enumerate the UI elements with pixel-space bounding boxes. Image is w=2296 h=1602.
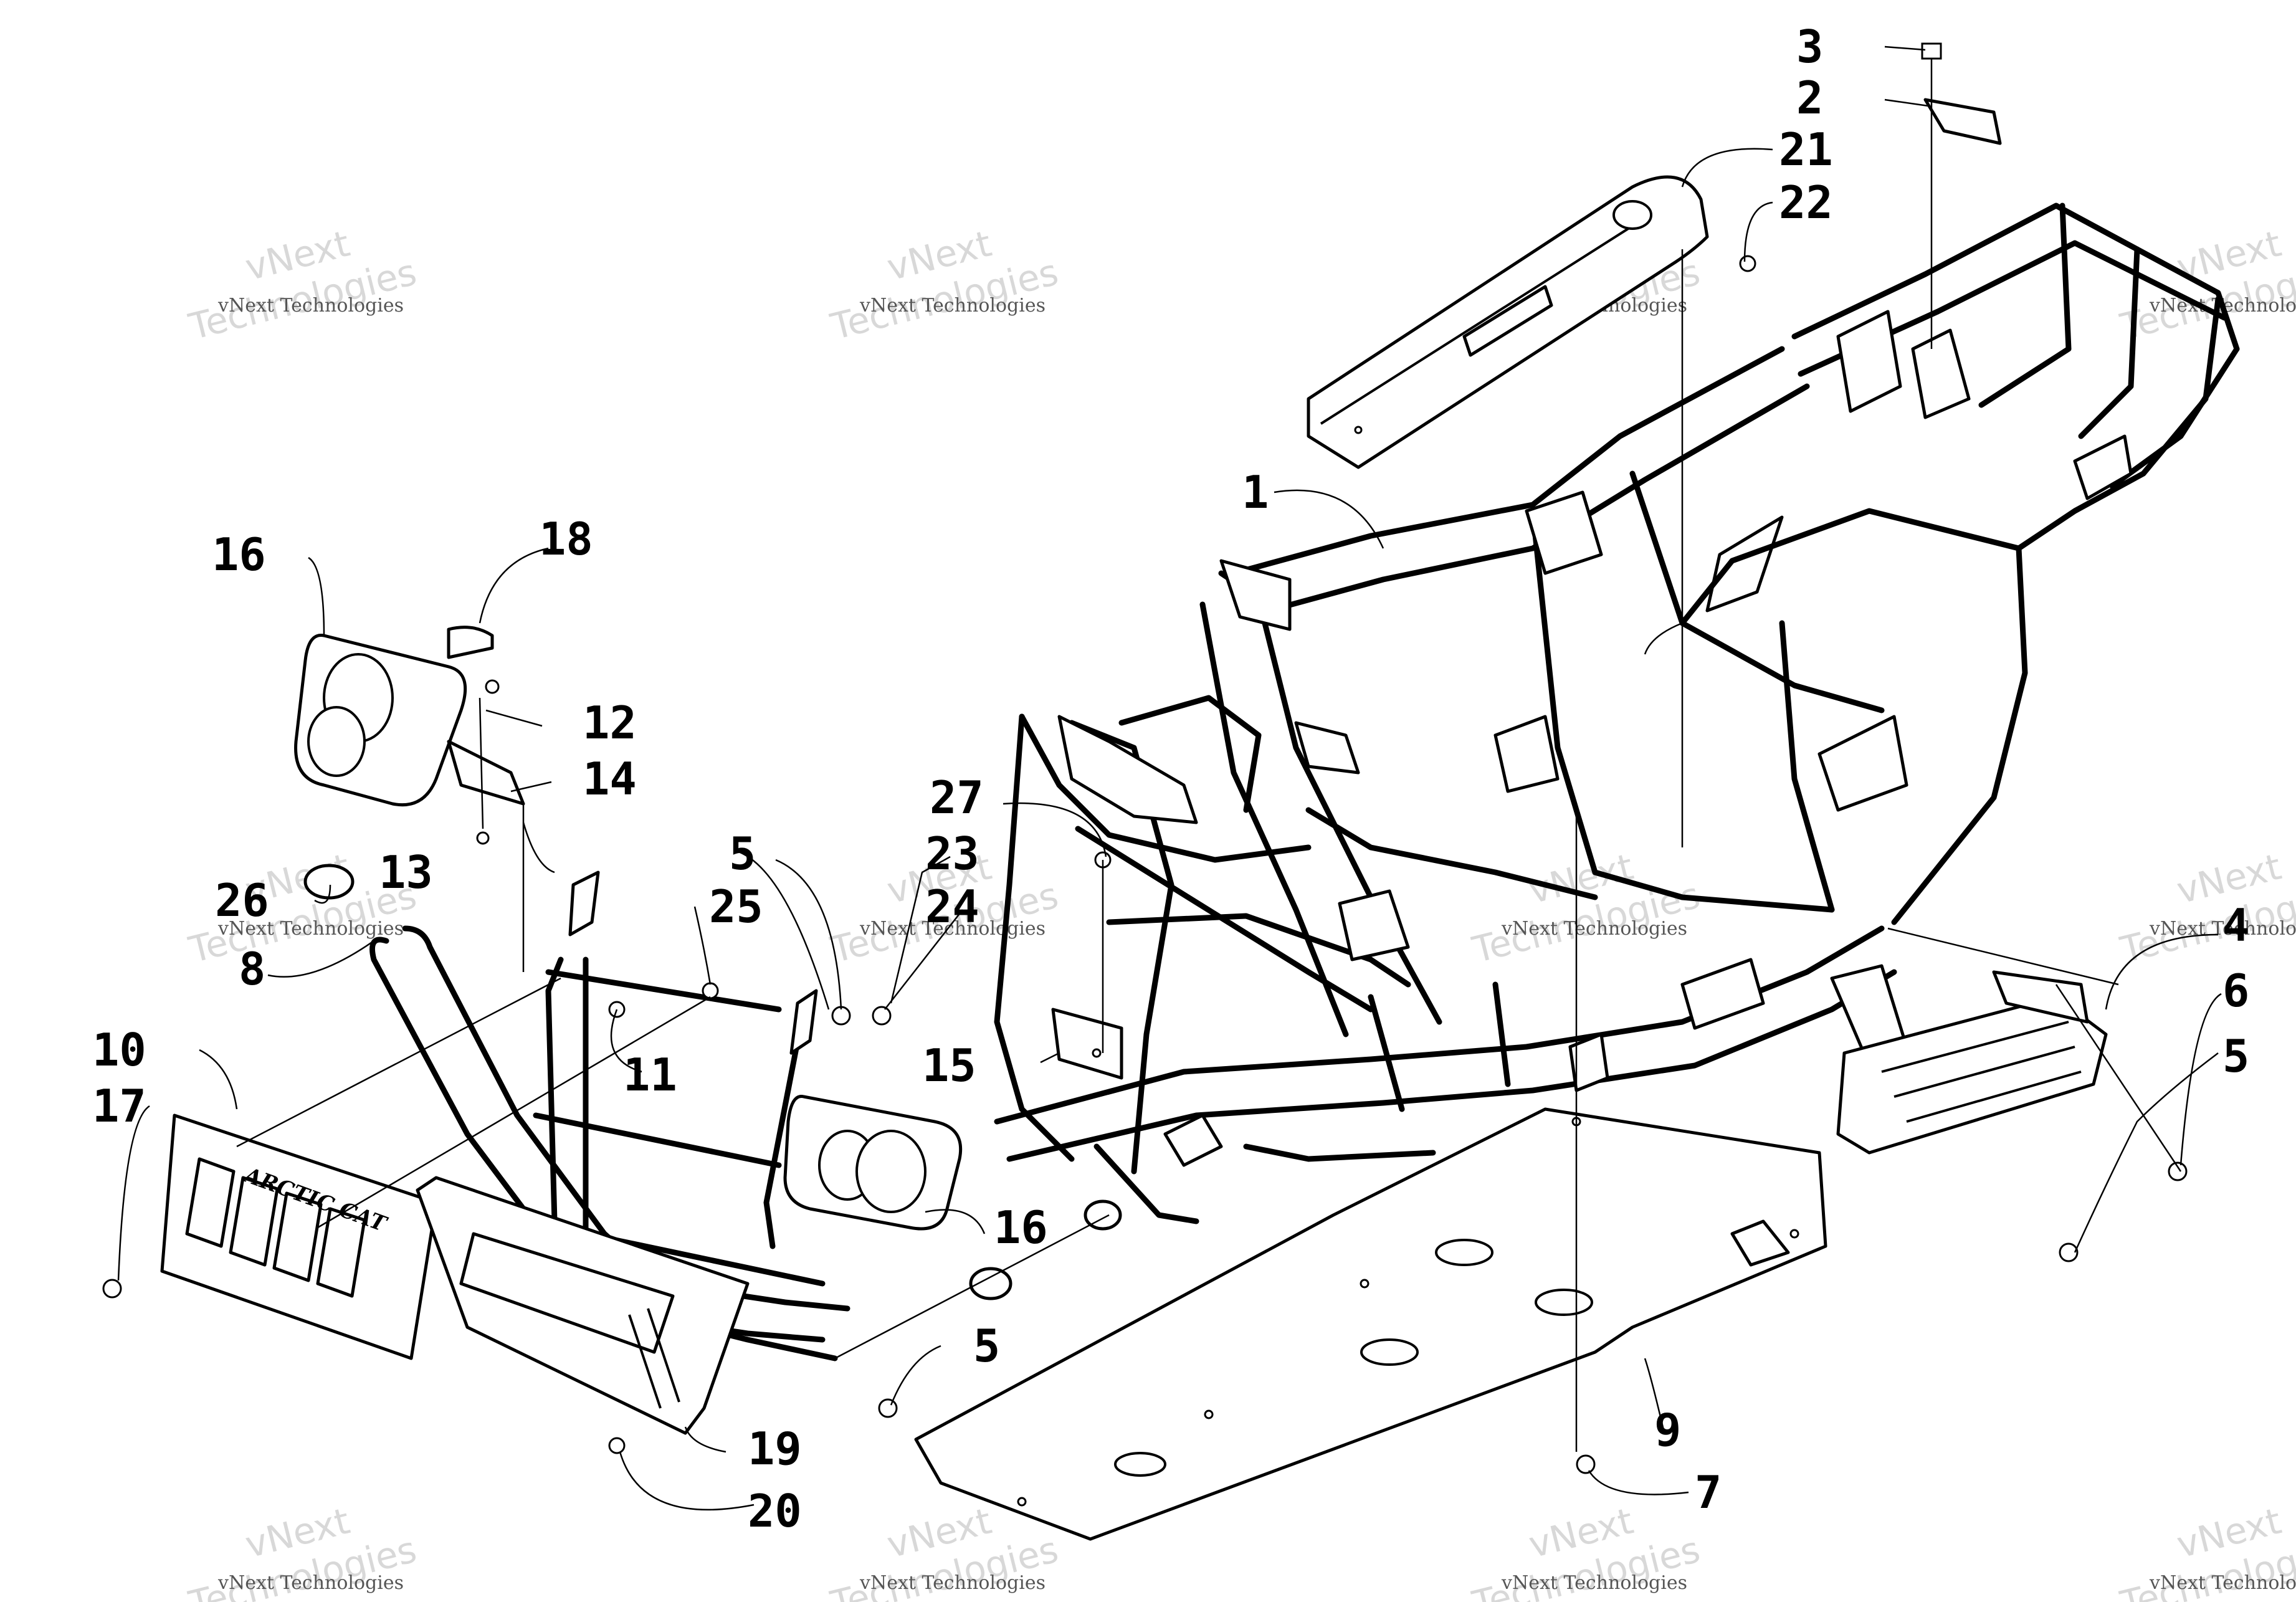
right-footrest [1730, 964, 2108, 1267]
watermark-text: vNext Technologies [2149, 918, 2296, 940]
callout-16-bottom: 16 [994, 1201, 1048, 1254]
callout-labels: 1 2 3 4 5 5 5 6 7 8 9 10 11 12 13 14 15 … [92, 21, 2249, 1537]
callout-20: 20 [748, 1485, 802, 1537]
watermark-text: vNext Technologies [1501, 1572, 1687, 1594]
callout-1: 1 [1242, 466, 1269, 518]
callout-15: 15 [922, 1039, 976, 1092]
callout-5-bottom: 5 [973, 1320, 1000, 1372]
main-frame [994, 203, 2240, 1224]
callout-25: 25 [709, 880, 763, 933]
callout-7: 7 [1695, 1466, 1722, 1519]
watermark-text: vNext Technologies [217, 918, 404, 940]
front-grille: ARCTIC CAT [160, 1113, 438, 1360]
skid-plate [914, 1107, 1827, 1541]
callout-17: 17 [92, 1080, 146, 1132]
watermark-text: vNext Technologies [1501, 918, 1687, 940]
rear-heat-shield [1307, 175, 1709, 469]
leader-lines [117, 45, 2222, 1511]
callout-11: 11 [623, 1049, 677, 1101]
watermark-text: vNext Technologies [2149, 1572, 2296, 1594]
fasteners [102, 42, 2188, 1474]
callout-12: 12 [583, 697, 637, 749]
callout-4: 4 [2222, 899, 2249, 951]
callout-21: 21 [1779, 123, 1833, 176]
watermark-text: vNext Technologies [217, 1572, 404, 1594]
callout-3: 3 [1796, 21, 1823, 73]
callout-16-top: 16 [212, 528, 266, 581]
callout-5-mid: 5 [729, 827, 756, 880]
callout-19: 19 [748, 1423, 802, 1475]
headlight-left [294, 634, 525, 807]
watermark-text: vNext Technologies [859, 918, 1046, 940]
callout-22: 22 [1779, 176, 1833, 229]
watermark-text: vNext Technologies [859, 1572, 1046, 1594]
callout-18: 18 [539, 513, 593, 565]
callout-23: 23 [925, 827, 979, 880]
callout-26: 26 [215, 874, 269, 927]
callout-8: 8 [239, 943, 265, 995]
callout-5-right: 5 [2222, 1030, 2249, 1082]
assembly-lines [236, 59, 2182, 1452]
callout-6: 6 [2222, 965, 2249, 1017]
watermark-text: vNext Technologies [217, 295, 404, 317]
lower-guard [416, 1176, 750, 1435]
callout-14: 14 [583, 753, 637, 805]
callout-27: 27 [930, 771, 984, 824]
callout-24: 24 [925, 880, 979, 933]
headlight-right [783, 1095, 963, 1231]
watermark-text: vNext Technologies [859, 295, 1046, 317]
callout-9: 9 [1654, 1404, 1681, 1456]
callout-10: 10 [92, 1024, 146, 1076]
callout-13: 13 [379, 846, 433, 899]
callout-2: 2 [1796, 72, 1823, 124]
